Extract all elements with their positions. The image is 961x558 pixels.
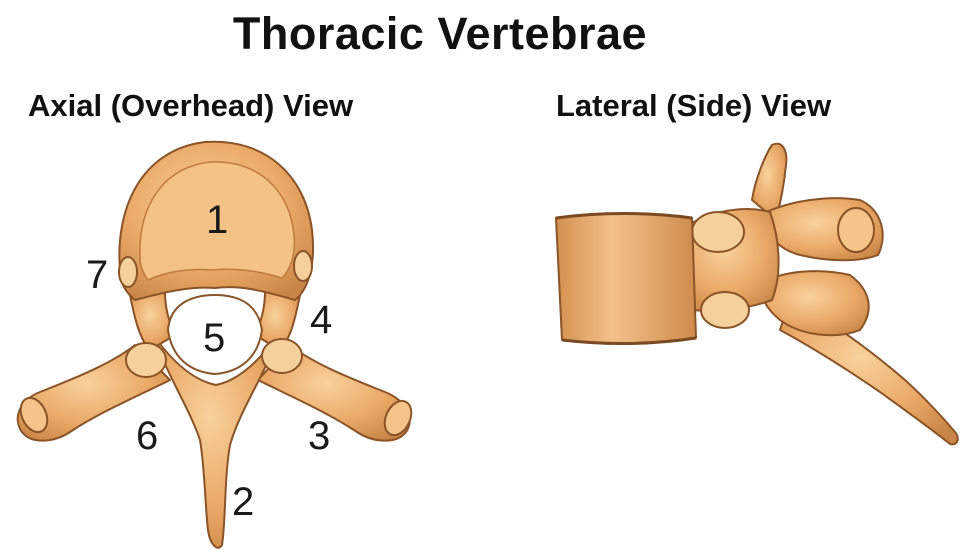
- left-articular-facet: [126, 343, 166, 377]
- label-1: 1: [206, 200, 228, 240]
- lateral-transverse-facet: [838, 208, 874, 252]
- lateral-vertebra: [556, 144, 958, 445]
- label-2: 2: [232, 482, 254, 522]
- label-7: 7: [86, 255, 108, 295]
- label-5: 5: [203, 318, 225, 358]
- label-3: 3: [308, 416, 330, 456]
- left-pedicle: [130, 292, 175, 350]
- lateral-costal-facet-lower: [701, 292, 749, 328]
- label-4: 4: [310, 300, 332, 340]
- label-6: 6: [136, 416, 158, 456]
- right-articular-facet: [262, 339, 302, 373]
- right-costal-facet: [294, 251, 312, 281]
- lateral-vertebral-body: [556, 214, 696, 344]
- lateral-costal-facet-upper: [692, 212, 744, 252]
- left-costal-facet: [119, 257, 137, 287]
